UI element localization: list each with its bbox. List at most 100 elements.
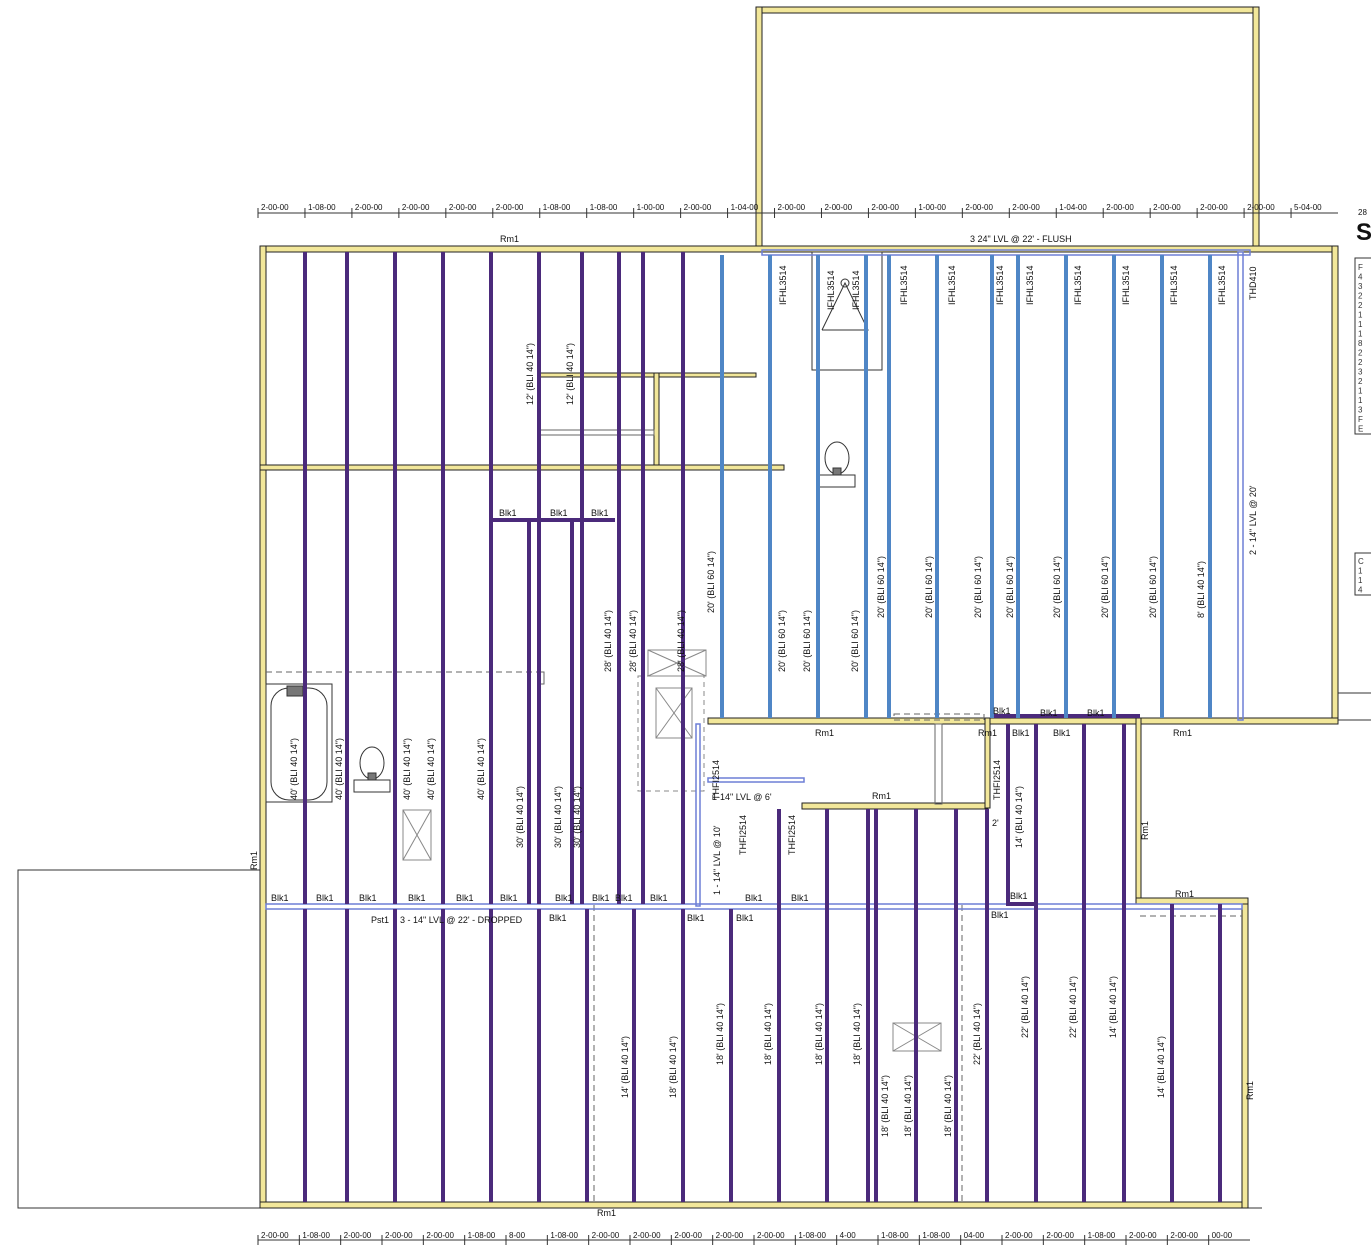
joist-label: 22' (BLI 40 14") bbox=[1068, 976, 1078, 1038]
toilet-fixture-upper bbox=[818, 441, 856, 488]
joist-label: 18' (BLI 40 14") bbox=[715, 1003, 725, 1065]
svg-text:IFHL3514: IFHL3514 bbox=[995, 265, 1005, 305]
joist-label: 14' (BLI 40 14") bbox=[1156, 1036, 1166, 1098]
joist-label: 18' (BLI 40 14") bbox=[814, 1003, 824, 1065]
dims-bottom-group: 2-00-00 1-08-00 2-00-00 2-00-00 2-00-00 1-08-… bbox=[257, 1231, 1233, 1245]
svg-text:Blk1: Blk1 bbox=[555, 893, 573, 903]
rm1-left: Rm1 bbox=[249, 851, 259, 870]
dimension-label: 2-00-00 bbox=[1012, 203, 1040, 212]
joist-label: 20' (BLI 60 14") bbox=[924, 556, 934, 618]
title-row: 1 bbox=[1358, 387, 1363, 396]
dimension-label: 2-00-00 bbox=[1046, 1231, 1074, 1240]
joists-blue bbox=[720, 255, 1212, 718]
joist-label: 14' (BLI 40 14") bbox=[620, 1036, 630, 1098]
dimension-label: 2-00-00 bbox=[1106, 203, 1134, 212]
joist-label: 20' (BLI 60 14") bbox=[706, 551, 716, 613]
svg-text:IFHL3514: IFHL3514 bbox=[1169, 265, 1179, 305]
dimension-label: 2-00-00 bbox=[674, 1231, 702, 1240]
two-ft-label: 2' bbox=[992, 818, 999, 828]
dimension-label: 1-08-00 bbox=[308, 203, 336, 212]
dimension-label: 1-08-00 bbox=[468, 1231, 496, 1240]
title-row: 2 bbox=[1358, 349, 1363, 358]
title-row: 4 bbox=[1358, 273, 1363, 282]
dimension-label: 2-00-00 bbox=[385, 1231, 413, 1240]
beams bbox=[265, 249, 1251, 910]
title-row: 1 bbox=[1358, 567, 1363, 576]
beam-label-6ft: 1-14" LVL @ 6' bbox=[712, 792, 772, 802]
joist-label: 28' (BLI 40 14") bbox=[676, 610, 686, 672]
dimension-label: 2-00-00 bbox=[261, 1231, 289, 1240]
joist-label: 20' (BLI 60 14") bbox=[1148, 556, 1158, 618]
title-row: 2 bbox=[1358, 358, 1363, 367]
joist-label: 40' (BLI 40 14") bbox=[289, 738, 299, 800]
svg-text:IFHL3514: IFHL3514 bbox=[1073, 265, 1083, 305]
joist-label: 18' (BLI 40 14") bbox=[880, 1075, 890, 1137]
dimension-label: 2-00-00 bbox=[824, 203, 852, 212]
svg-text:Blk1: Blk1 bbox=[736, 913, 754, 923]
svg-text:THD410: THD410 bbox=[1248, 266, 1258, 300]
dimension-lines bbox=[258, 212, 1338, 1241]
svg-text:Blk1: Blk1 bbox=[745, 893, 763, 903]
svg-text:IFHL3514: IFHL3514 bbox=[1217, 265, 1227, 305]
svg-text:Blk1: Blk1 bbox=[499, 508, 517, 518]
title-row: 3 bbox=[1358, 282, 1363, 291]
svg-text:Blk1: Blk1 bbox=[1053, 728, 1071, 738]
joist-label: 22' (BLI 40 14") bbox=[972, 1003, 982, 1065]
pst1-label: Pst1 bbox=[371, 915, 389, 925]
joist-label: 20' (BLI 60 14") bbox=[1052, 556, 1062, 618]
dimension-label: 2-00-00 bbox=[449, 203, 477, 212]
dimension-label: 1-04-00 bbox=[1059, 203, 1087, 212]
joist-label: 20' (BLI 60 14") bbox=[876, 556, 886, 618]
title-row: 1 bbox=[1358, 330, 1363, 339]
svg-text:Blk1: Blk1 bbox=[1012, 728, 1030, 738]
title-row: 3 bbox=[1358, 406, 1363, 415]
rm1-mid: Rm1 bbox=[815, 728, 834, 738]
svg-text:Blk1: Blk1 bbox=[1040, 708, 1058, 718]
title-row: 1 bbox=[1358, 320, 1363, 329]
svg-text:Blk1: Blk1 bbox=[1087, 708, 1105, 718]
svg-text:Blk1: Blk1 bbox=[408, 893, 426, 903]
svg-text:Blk1: Blk1 bbox=[550, 508, 568, 518]
beam-label-dropped: 3 - 14" LVL @ 22' - DROPPED bbox=[400, 915, 523, 925]
svg-text:Blk1: Blk1 bbox=[271, 893, 289, 903]
joist-label: 14' (BLI 40 14") bbox=[1014, 786, 1024, 848]
joist-label: 18' (BLI 40 14") bbox=[943, 1075, 953, 1137]
title-row: 3 bbox=[1358, 368, 1363, 377]
joist-label: 12' (BLI 40 14") bbox=[565, 343, 575, 405]
svg-text:Blk1: Blk1 bbox=[791, 893, 809, 903]
joist-label: 20' (BLI 60 14") bbox=[777, 610, 787, 672]
joist-label: 20' (BLI 60 14") bbox=[973, 556, 983, 618]
title-row: 8 bbox=[1358, 339, 1363, 348]
dimension-label: 00-00 bbox=[1212, 1231, 1233, 1240]
dimension-label: 2-00-00 bbox=[871, 203, 899, 212]
dimension-label: 2-00-00 bbox=[426, 1231, 454, 1240]
dimension-label: 2-00-00 bbox=[716, 1231, 744, 1240]
joist-label: 18' (BLI 40 14") bbox=[668, 1036, 678, 1098]
svg-text:Blk1: Blk1 bbox=[991, 910, 1009, 920]
dimension-label: 2-00-00 bbox=[633, 1231, 661, 1240]
rm1-labels: Rm1 Rm1 Rm1 Rm1 Rm1 Rm1 Rm1 Rm1 Rm1 Rm1 bbox=[249, 234, 1255, 1218]
svg-text:Blk1: Blk1 bbox=[456, 893, 474, 903]
rm1-right: Rm1 bbox=[1173, 728, 1192, 738]
svg-text:Blk1: Blk1 bbox=[615, 893, 633, 903]
svg-text:IFHL3514: IFHL3514 bbox=[899, 265, 909, 305]
joist-label: 14' (BLI 40 14") bbox=[1108, 976, 1118, 1038]
rm1-right-bottom: Rm1 bbox=[1245, 1081, 1255, 1100]
tub-fixture bbox=[265, 683, 333, 803]
dimension-label: 04-00 bbox=[964, 1231, 985, 1240]
rm1-mid2: Rm1 bbox=[978, 728, 997, 738]
svg-text:IFHL3514: IFHL3514 bbox=[1121, 265, 1131, 305]
floor-openings bbox=[402, 649, 942, 1052]
dimension-label: 2-00-00 bbox=[1200, 203, 1228, 212]
beam-label-20ft: 2 - 14" LVL @ 20' bbox=[1248, 485, 1258, 555]
title-row: E bbox=[1358, 425, 1363, 434]
dimension-label: 1-08-00 bbox=[798, 1231, 826, 1240]
dimension-label: 2-00-00 bbox=[757, 1231, 785, 1240]
joist-label: 28' (BLI 40 14") bbox=[603, 610, 613, 672]
dimension-label: 1-00-00 bbox=[918, 203, 946, 212]
joist-label: 40' (BLI 40 14") bbox=[334, 738, 344, 800]
rm1-bottom: Rm1 bbox=[597, 1208, 616, 1218]
joist-label: 8' (BLI 40 14") bbox=[1196, 561, 1206, 618]
dimension-label: 8-00 bbox=[509, 1231, 526, 1240]
